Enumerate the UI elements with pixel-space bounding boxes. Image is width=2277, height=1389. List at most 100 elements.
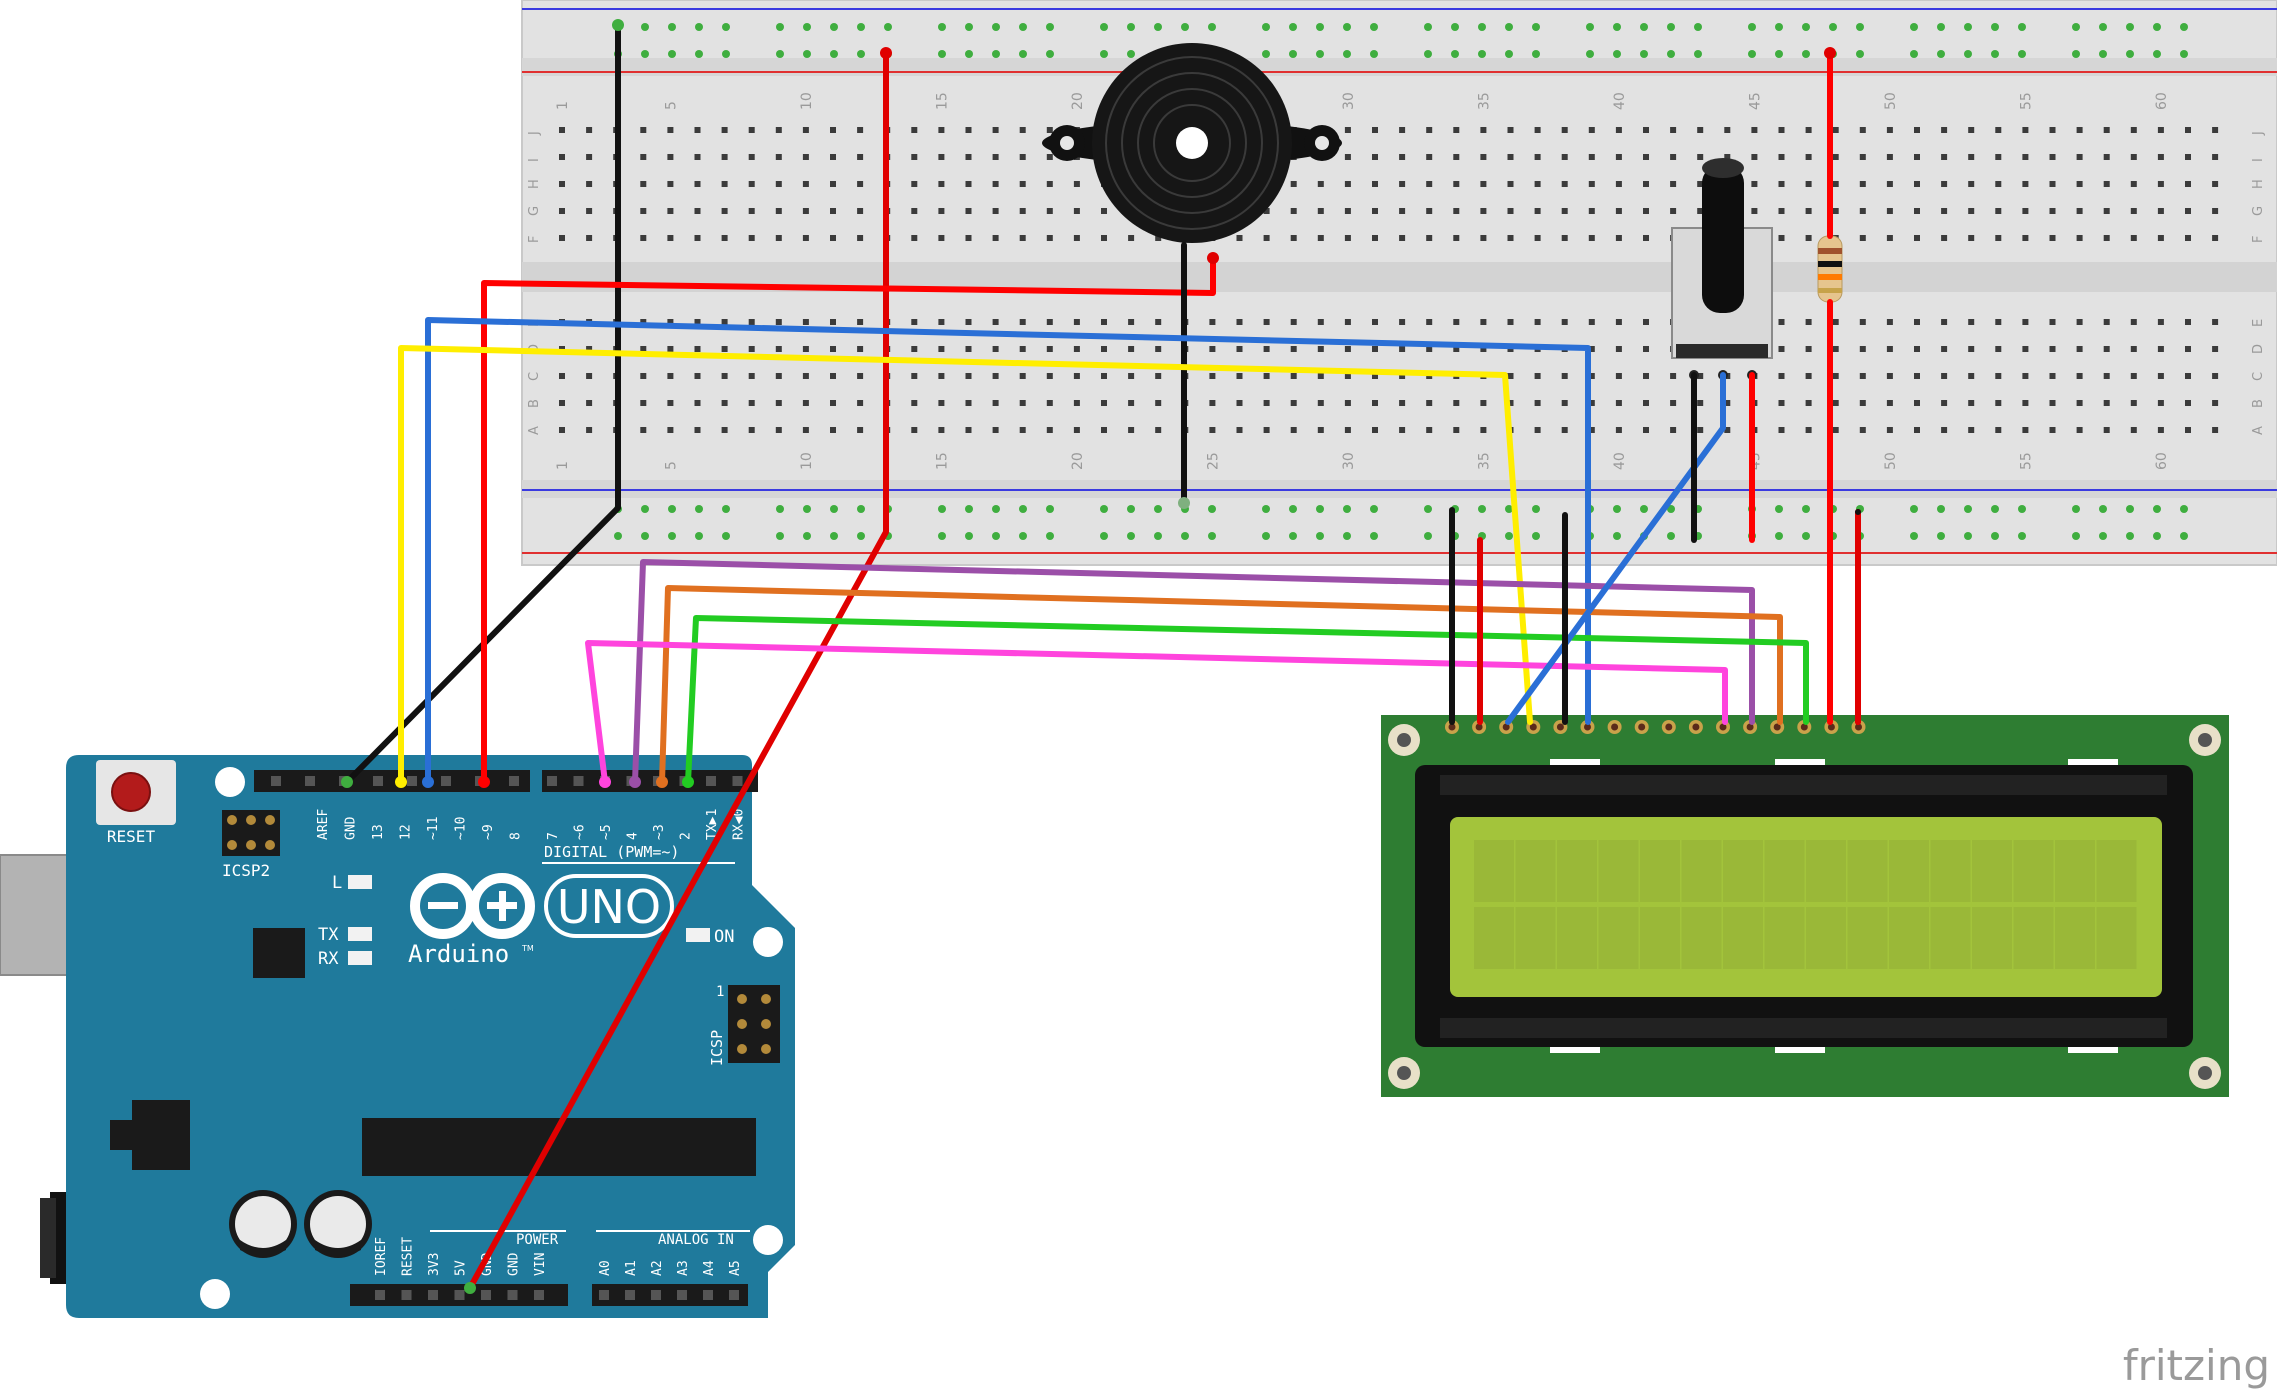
column-number-bottom: 5 (663, 461, 679, 470)
column-number-bottom: 15 (934, 452, 950, 470)
pin-label: 7 (546, 832, 561, 840)
row-letter: I (2251, 158, 2266, 162)
pin-label: AREF (316, 809, 331, 840)
row-letter: E (2251, 319, 2266, 327)
led-tx (348, 927, 372, 941)
column-number-bottom: 55 (2018, 452, 2034, 470)
arduino-brand: Arduino (408, 940, 509, 968)
arduino-trademark: TM (521, 944, 534, 953)
digital-header-right (542, 770, 758, 792)
column-number-top: 55 (2018, 92, 2034, 110)
row-letter: H (527, 179, 542, 189)
column-number-bottom: 30 (1341, 452, 1357, 470)
column-number-bottom: 60 (2154, 452, 2170, 470)
pin-label: VIN (533, 1253, 548, 1276)
pin-label: 12 (399, 824, 414, 840)
wire-endpoints (341, 19, 1836, 1294)
digital-header-left (254, 770, 530, 792)
lcd-character-cells (1474, 840, 2137, 969)
column-number-top: 20 (1070, 92, 1086, 110)
pin-label: 4 (626, 832, 641, 840)
wire-blue-pin11 (425, 317, 1591, 785)
power-section-label: POWER (516, 1232, 559, 1248)
wire-green-pin3 (685, 615, 1809, 785)
row-letter: J (2251, 131, 2266, 136)
fritzing-watermark: fritzing (2123, 1341, 2270, 1389)
pin-label: IOREF (374, 1237, 389, 1276)
pin-label: 5V (454, 1260, 469, 1276)
arduino-uno-board: RESET ICSP2 L TX RX ON Arduino TM UNO (0, 755, 795, 1318)
column-number-bottom: 50 (1883, 452, 1899, 470)
wire-red-buzzer (481, 255, 1216, 785)
pin-label: ~3 (652, 824, 667, 840)
row-letter: B (527, 399, 542, 408)
column-number-top: 1 (555, 101, 571, 110)
lcd-16x2-module (1381, 715, 2229, 1097)
row-letter: A (2251, 426, 2266, 435)
pin-label: A0 (598, 1260, 613, 1276)
pin-label: ~5 (599, 824, 614, 840)
column-number-bottom: 25 (1205, 452, 1221, 470)
wires (344, 22, 1861, 1291)
led-l (348, 875, 372, 889)
column-number-top: 40 (1612, 92, 1628, 110)
led-tx-label: TX (318, 925, 339, 945)
pin-label: A3 (676, 1260, 691, 1276)
row-letter: H (2251, 179, 2266, 189)
wire-blue-contrast (1505, 372, 1726, 725)
digital-section-label: DIGITAL (PWM=~) (544, 843, 679, 861)
led-on (686, 928, 710, 942)
column-number-bottom: 35 (1476, 452, 1492, 470)
pin-label: 3V3 (427, 1253, 442, 1276)
potentiometer (1671, 158, 1773, 380)
column-number-bottom: 20 (1070, 452, 1086, 470)
wire-yellow-pin12 (398, 345, 1533, 785)
row-letter: B (2251, 399, 2266, 408)
pin-label: RX◀0 (732, 809, 747, 840)
icsp-pin1-label: 1 (716, 984, 724, 1000)
led-l-label: L (332, 873, 342, 893)
pin-label: ~6 (573, 824, 588, 840)
pin-label: RESET (401, 1237, 416, 1276)
piezo-buzzer (1042, 43, 1342, 243)
pin-label: 2 (679, 832, 694, 840)
row-letter: G (2251, 206, 2266, 216)
row-letter: G (527, 206, 542, 216)
row-letter: F (527, 236, 542, 243)
led-rx-label: RX (318, 949, 339, 969)
wire-purple-pin5 (632, 559, 1755, 785)
row-letter: D (2251, 344, 2266, 354)
pin-label: 8 (509, 832, 524, 840)
pin-label: GND (344, 816, 359, 840)
row-letter: F (2251, 236, 2266, 243)
wire-red-5v (467, 50, 889, 1291)
column-number-bottom: 1 (555, 461, 571, 470)
icsp-header (728, 985, 780, 1063)
icsp-label: ICSP (708, 1030, 726, 1066)
pin-label: ~9 (481, 824, 496, 840)
row-letter: J (527, 131, 542, 136)
row-letter: I (527, 158, 542, 162)
column-number-top: 15 (934, 92, 950, 110)
column-number-top: 45 (1747, 92, 1763, 110)
icsp2-header (222, 810, 280, 856)
arduino-model: UNO (557, 880, 661, 934)
wire-orange-pin4 (659, 585, 1783, 785)
row-letter: C (2251, 372, 2266, 381)
column-number-bottom: 40 (1612, 452, 1628, 470)
pin-label: 13 (371, 824, 386, 840)
column-number-top: 35 (1476, 92, 1492, 110)
pin-label: TX▶1 (705, 809, 720, 840)
pin-label: ~10 (454, 817, 469, 840)
column-number-top: 5 (663, 101, 679, 110)
reset-button[interactable] (111, 772, 151, 812)
wire-black-gnd (344, 22, 621, 785)
row-letter: A (527, 426, 542, 435)
pin-label: GND (507, 1252, 522, 1276)
analog-section-label: ANALOG IN (658, 1232, 734, 1248)
arduino-logo (410, 873, 535, 939)
pin-label: A5 (728, 1260, 743, 1276)
